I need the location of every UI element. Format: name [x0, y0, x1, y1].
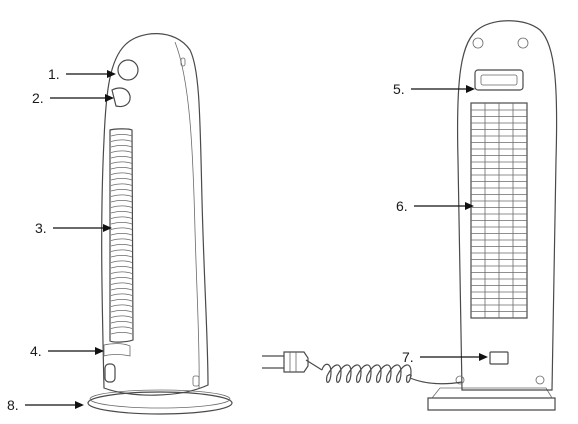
secondary-control [111, 87, 131, 108]
rear-view-heater [262, 20, 558, 411]
rear-right-tab [192, 375, 200, 387]
callout-arrow-8 [75, 401, 84, 409]
rear-screw-right [517, 37, 529, 49]
callout-label-8: 8. [7, 397, 19, 413]
top-mark [180, 57, 186, 67]
callout-arrow-4 [95, 347, 104, 355]
callout-arrow-3 [103, 224, 112, 232]
front-tower-contour [174, 41, 200, 389]
front-tower-body [101, 33, 209, 396]
callout-arrow-1 [107, 70, 116, 78]
rear-grille [470, 102, 528, 319]
power-plug [262, 351, 309, 373]
callout-label-2: 2. [32, 90, 44, 106]
power-switch [489, 351, 509, 365]
callout-arrow-6 [465, 202, 474, 210]
base-plate [87, 391, 233, 415]
base-plate-rim [89, 389, 231, 409]
callout-label-5: 5. [393, 81, 405, 97]
front-control-panel [103, 343, 131, 357]
power-cord [305, 359, 463, 385]
side-button [104, 363, 116, 383]
control-dial [117, 59, 139, 81]
rear-screw-bottom-right [535, 375, 545, 385]
rear-screw-bottom-left [455, 375, 465, 385]
carry-handle [474, 69, 524, 91]
rear-screw-left [472, 37, 484, 49]
front-view-heater [87, 33, 233, 415]
callout-label-1: 1. [48, 66, 60, 82]
rear-tower-body [456, 20, 558, 391]
front-grille [109, 128, 134, 343]
rear-base [427, 397, 556, 411]
callout-arrow-5 [466, 85, 475, 93]
callouts: 1. 2. 3. 4. 5. 6. 7. 8. [7, 66, 488, 413]
callout-label-6: 6. [396, 198, 408, 214]
callout-label-7: 7. [402, 349, 414, 365]
callout-label-3: 3. [35, 220, 47, 236]
callout-label-4: 4. [30, 343, 42, 359]
callout-arrow-7 [479, 353, 488, 361]
callout-arrow-2 [105, 94, 114, 102]
